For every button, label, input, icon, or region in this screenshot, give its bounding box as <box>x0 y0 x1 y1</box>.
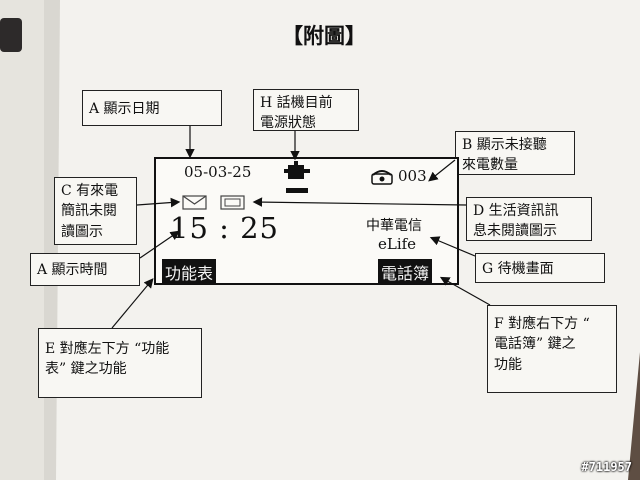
arrow-sms <box>136 197 181 208</box>
callout-a-time: A 顯示時間 <box>30 253 140 286</box>
callout-c-sms: C 有來電 簡訊未閱 讀圖示 <box>54 177 137 245</box>
left-page-edge <box>0 0 48 480</box>
callout-a-date: A 顯示日期 <box>82 90 222 126</box>
callout-e-left-key: E 對應左下方 “功能 表” 鍵之功能 <box>38 328 202 398</box>
callout-g-standby: G 待機畫面 <box>475 253 605 283</box>
callout-f-right-key: F 對應右下方 “ 電話簿” 鍵之 功能 <box>487 305 617 393</box>
arrow-time <box>139 230 180 259</box>
callout-b-missed: B 顯示未接聽 來電數量 <box>455 131 575 175</box>
callout-h-power: H 話機目前 電源狀態 <box>253 89 359 131</box>
arrow-missed <box>428 159 456 182</box>
watermark: #711957 <box>581 460 632 474</box>
carrier-name: 中華電信 <box>366 218 422 234</box>
screen-time: 15 : 25 <box>170 211 280 245</box>
arrow-standby <box>429 236 476 257</box>
phone-handset-icon <box>371 170 393 185</box>
envelope-icon <box>182 195 207 210</box>
life-info-icon <box>220 195 245 210</box>
phone-screen-diagram: 05-03-25 003 15 : 25 中華電信 eLife 功能表 電話簿 <box>154 157 459 285</box>
page-title: 【附圖】 <box>282 23 366 48</box>
arrow-left-key <box>111 278 154 329</box>
left-page-mark <box>0 18 22 52</box>
arrow-life <box>252 197 467 207</box>
callout-d-life: D 生活資訊訊 息未閱讀圖示 <box>466 197 592 241</box>
left-softkey-label: 功能表 <box>162 259 217 285</box>
screen-date: 05-03-25 <box>184 163 252 181</box>
battery-plug-icon <box>284 161 310 193</box>
arrow-right-key <box>439 276 491 306</box>
right-softkey-label: 電話簿 <box>378 259 433 285</box>
service-name: eLife <box>378 235 417 253</box>
missed-call-count: 003 <box>398 167 427 185</box>
